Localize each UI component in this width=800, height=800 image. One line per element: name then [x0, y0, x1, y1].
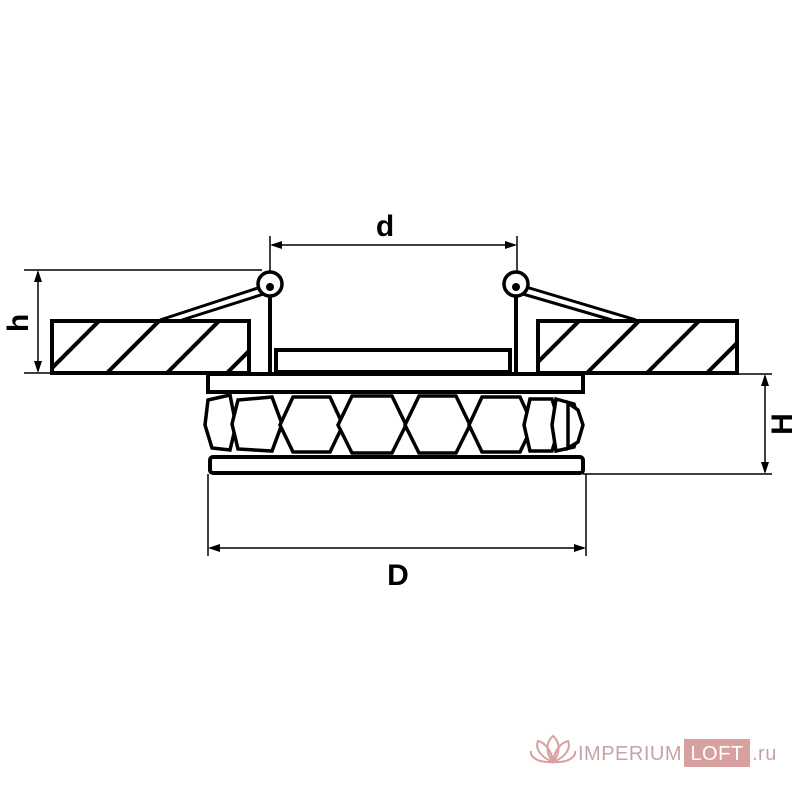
crystal	[336, 394, 408, 455]
crystal	[203, 392, 238, 452]
crystal-ring	[203, 392, 585, 455]
crystal	[230, 395, 284, 453]
watermark-brand: IMPERIUM	[578, 743, 682, 765]
lotus-logo-icon	[529, 734, 577, 764]
ceiling-panel-left	[50, 319, 251, 375]
watermark-domain: .ru	[752, 743, 777, 765]
dimension-label-H: H	[766, 413, 799, 435]
fixture-bottom-rim	[208, 455, 585, 475]
dimension-d	[269, 236, 518, 272]
dimension-D	[207, 474, 587, 556]
crystal	[467, 395, 535, 454]
dimension-label-h: h	[2, 314, 35, 332]
spring-clip-right	[502, 270, 637, 372]
dimension-label-d: d	[376, 210, 394, 243]
watermark-loft-box	[684, 739, 750, 767]
fixture-top-rim	[206, 372, 585, 394]
mounting-bracket	[274, 348, 512, 374]
crystal	[403, 394, 472, 455]
crystal	[522, 397, 562, 453]
watermark-loft: LOFT	[690, 743, 743, 765]
crystal	[566, 399, 585, 452]
ceiling-panel-right	[536, 319, 739, 375]
dimension-h	[24, 269, 262, 374]
watermark: IMPERIUM LOFT .ru	[529, 734, 777, 767]
spring-clip-left	[159, 270, 284, 372]
dimension-H	[583, 373, 772, 475]
dimension-label-D: D	[387, 559, 409, 592]
crystal	[278, 395, 345, 454]
